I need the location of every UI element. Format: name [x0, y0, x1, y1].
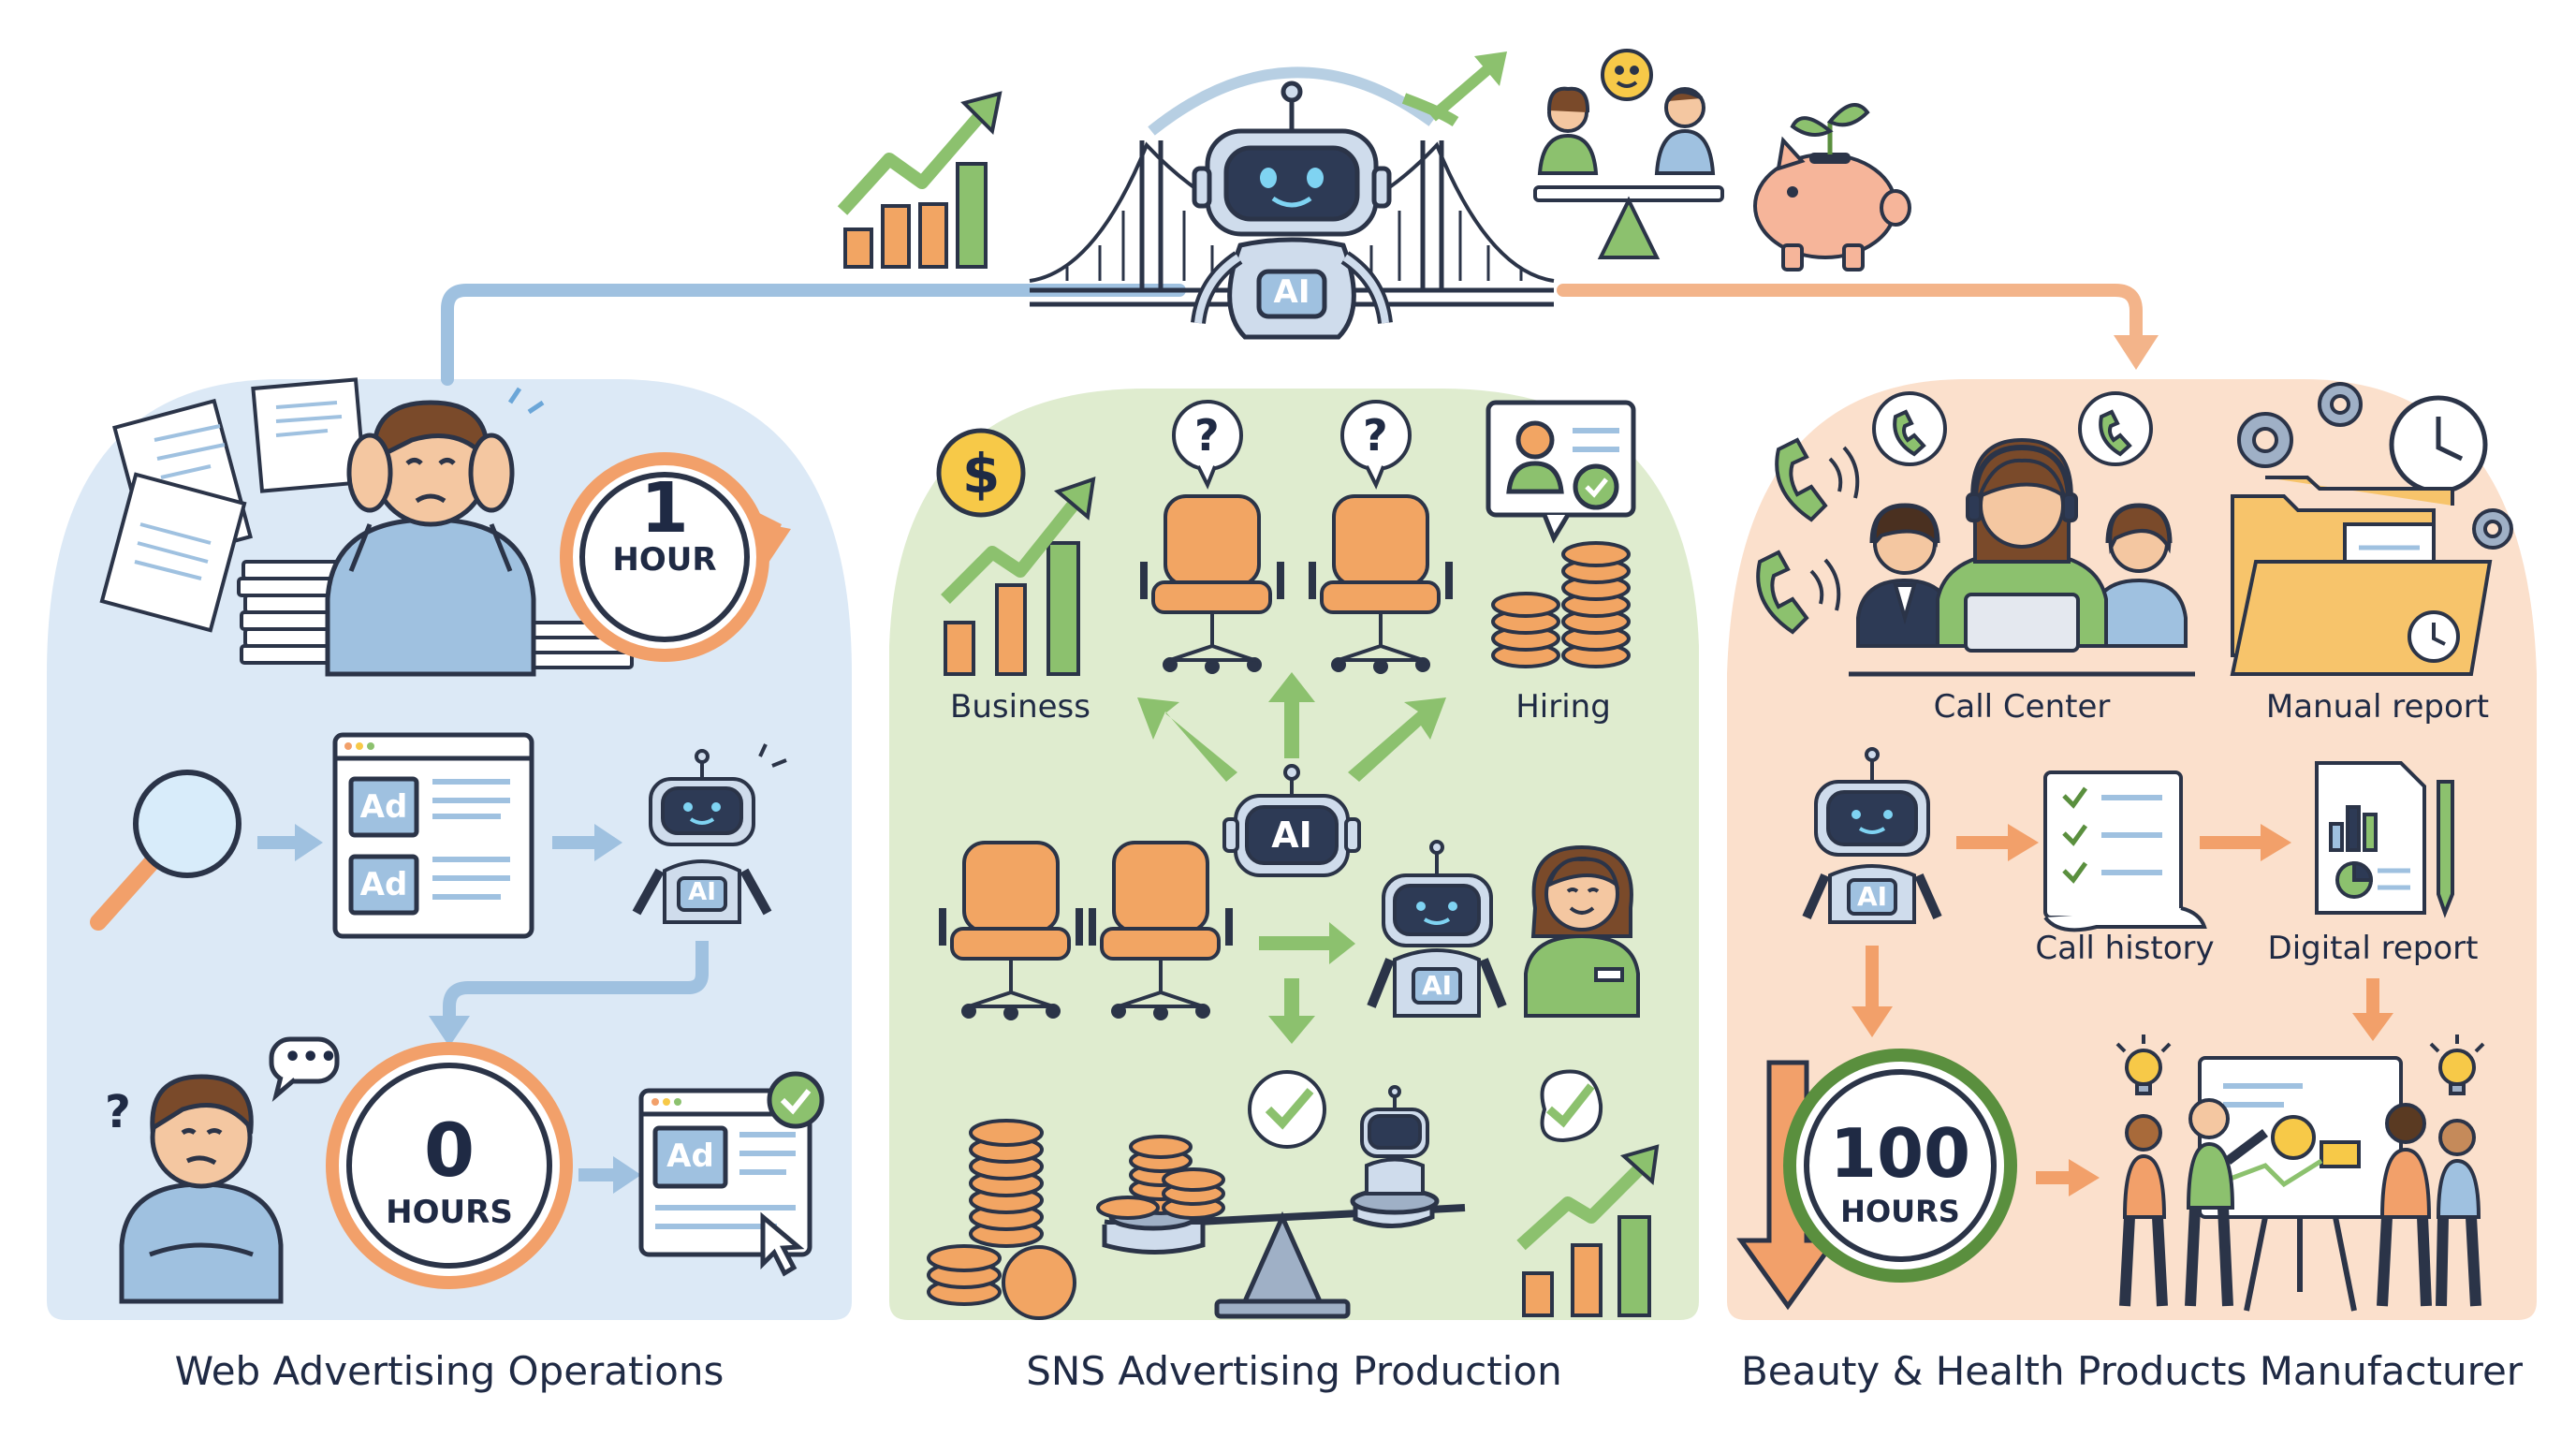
hiring-card-icon	[1486, 400, 1636, 544]
clock-before-number: 1	[640, 468, 689, 549]
team-presentation-icon	[2119, 1056, 2481, 1312]
folder-icon	[2230, 476, 2493, 676]
clock-1-hour-icon	[560, 452, 791, 662]
people-balance-icon	[1533, 49, 1724, 259]
report-icon	[2315, 761, 2454, 918]
question-mark-glyph: ?	[105, 1086, 131, 1138]
robot-p1	[632, 743, 787, 924]
connector-orange-arrowhead	[2114, 335, 2159, 370]
caption-web-advertising: Web Advertising Operations	[174, 1348, 724, 1394]
clock-100-number: 100	[1829, 1114, 1971, 1193]
confused-person-icon	[119, 1036, 340, 1304]
robot-center	[1222, 764, 1361, 877]
lightbulb-icon	[2115, 1034, 2485, 1095]
label-manual-report: Manual report	[2265, 688, 2490, 726]
question-bubble-icon-2	[1340, 400, 1412, 490]
robot-p1-badge: AI	[688, 878, 716, 906]
phone-icon	[1756, 391, 2153, 635]
caption-beauty-health: Beauty & Health Products Manufacturer	[1740, 1348, 2524, 1394]
label-call-center: Call Center	[1933, 688, 2111, 726]
checklist-icon	[2043, 770, 2207, 932]
wall-clock-icon	[2389, 395, 2488, 494]
operators-icon	[1849, 437, 2195, 677]
robot-p3-badge: AI	[1856, 881, 1888, 912]
clock-after-number: 0	[423, 1109, 476, 1194]
dollar-glyph: $	[962, 442, 1001, 506]
speech-dots-glyph: •••	[284, 1041, 338, 1074]
robot-main	[1191, 81, 1393, 340]
ad-result-label: Ad	[666, 1137, 714, 1175]
ad-label-2: Ad	[359, 866, 408, 903]
robot-main-badge: AI	[1273, 273, 1310, 311]
arc-arrow	[1148, 66, 1436, 136]
caption-sns-advertising: SNS Advertising Production	[1026, 1348, 1562, 1394]
coin-stack-icon	[1491, 541, 1631, 668]
clock-0-hours-icon	[326, 1042, 573, 1289]
balance-scale-icon	[1102, 1187, 1466, 1319]
office-chair-icon-row1	[1140, 494, 1453, 674]
robot-p2-badge: AI	[1421, 970, 1453, 1001]
arrow-p1-bend	[443, 941, 709, 1020]
connector-blue	[441, 284, 1186, 386]
robot-p2	[1367, 840, 1507, 1018]
label-business: Business	[950, 688, 1090, 726]
dollar-coin-icon	[936, 428, 1026, 518]
green-arrows	[1137, 672, 1446, 1044]
label-call-history: Call history	[2035, 930, 2215, 967]
clock-after-unit: HOURS	[386, 1194, 513, 1231]
paper-stacks-icon	[237, 560, 635, 669]
growth-chart-p2	[941, 477, 1096, 676]
coin-stack-left	[927, 1119, 1076, 1320]
ad-window-icon	[332, 732, 534, 939]
checked-ad-window-icon	[638, 1071, 825, 1277]
connector-orange	[1557, 284, 2143, 344]
question-glyph-2: ?	[1363, 410, 1388, 461]
center-ai-badge: AI	[1271, 814, 1312, 856]
check-icon	[1248, 1069, 1603, 1149]
label-hiring: Hiring	[1515, 688, 1611, 726]
robot-small-balance	[1360, 1085, 1429, 1196]
robot-p3	[1802, 747, 1942, 924]
question-glyph-1: ?	[1194, 410, 1220, 461]
clock-100-hours-icon	[1783, 1049, 2017, 1283]
growth-chart-p2-bottom	[1516, 1144, 1660, 1317]
growth-chart-top	[837, 91, 1003, 269]
label-digital-report: Digital report	[2267, 930, 2479, 967]
coin-stack-balance	[1096, 1135, 1225, 1220]
piggy-bank-icon	[1753, 103, 1911, 271]
question-bubble-icon-1	[1172, 400, 1243, 490]
clock-100-unit: HOURS	[1840, 1194, 1960, 1229]
clock-before-unit: HOUR	[612, 541, 717, 579]
employee-icon	[1524, 844, 1640, 1018]
office-chair-icon-row2	[939, 841, 1233, 1020]
magnifier-icon	[90, 770, 242, 931]
ad-label-1: Ad	[359, 788, 408, 826]
papers-icon	[99, 377, 367, 633]
stressed-worker-icon	[325, 387, 545, 677]
